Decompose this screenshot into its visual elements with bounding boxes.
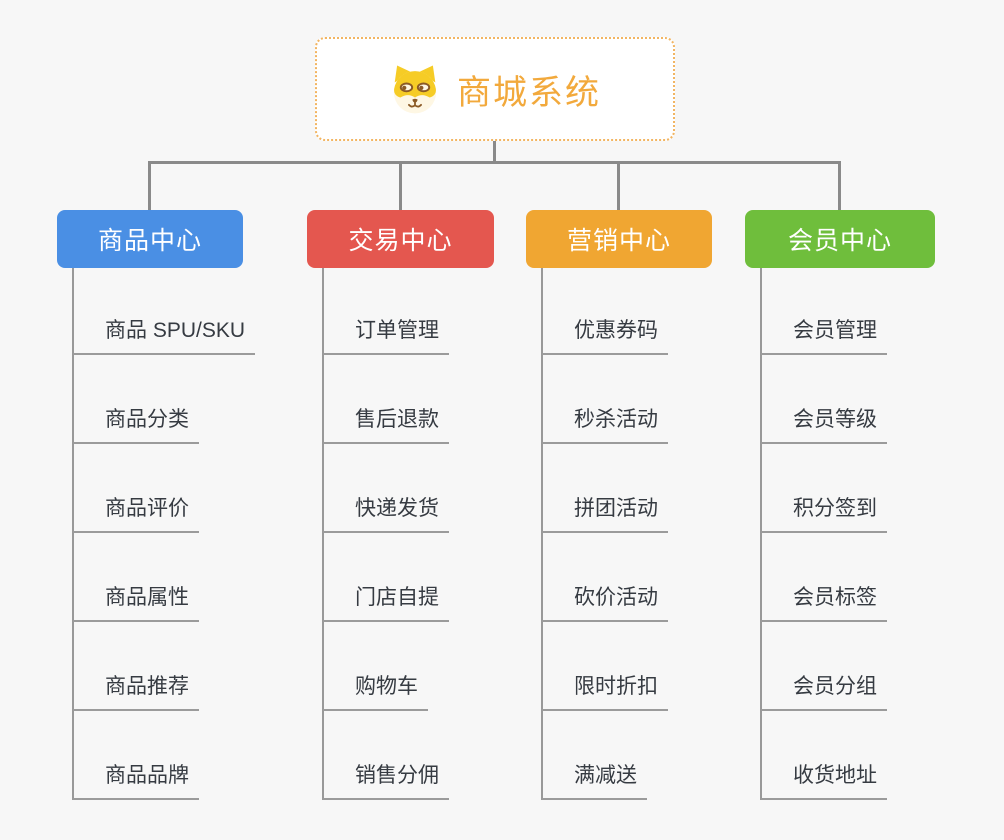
leaf-node: 积分签到	[761, 444, 1004, 533]
leaf-node: 收货地址	[761, 711, 1004, 800]
leaf-node: 购物车	[323, 622, 573, 711]
branch-node-marketing-center[interactable]: 营销中心	[526, 210, 712, 268]
branch-children-trade-center: 订单管理 售后退款 快递发货 门店自提 购物车 销售分佣	[323, 266, 573, 800]
branch-label: 交易中心	[348, 227, 453, 255]
connector-line	[149, 161, 840, 164]
leaf-node-label[interactable]: 拼团活动	[542, 492, 668, 533]
leaf-node: 商品推荐	[73, 622, 323, 711]
leaf-node-label[interactable]: 商品评价	[73, 492, 199, 533]
leaf-node: 门店自提	[323, 533, 573, 622]
connector-line	[493, 141, 496, 164]
leaf-node-label[interactable]: 门店自提	[323, 581, 449, 622]
connector-line	[760, 268, 762, 800]
branch-children-marketing-center: 优惠券码 秒杀活动 拼团活动 砍价活动 限时折扣 满减送	[542, 266, 792, 800]
connector-line	[399, 161, 402, 210]
leaf-node-label[interactable]: 商品 SPU/SKU	[73, 314, 256, 355]
branch-label: 商品中心	[97, 227, 202, 255]
leaf-node: 订单管理	[323, 266, 573, 355]
leaf-node-label[interactable]: 商品品牌	[73, 759, 199, 800]
leaf-node: 限时折扣	[542, 622, 792, 711]
leaf-node: 售后退款	[323, 355, 573, 444]
leaf-node: 满减送	[542, 711, 792, 800]
leaf-node: 商品分类	[73, 355, 323, 444]
branch-node-trade-center[interactable]: 交易中心	[307, 210, 494, 268]
leaf-node: 砍价活动	[542, 533, 792, 622]
branch-children-product-center: 商品 SPU/SKU 商品分类 商品评价 商品属性 商品推荐 商品品牌	[73, 266, 323, 800]
leaf-node: 优惠券码	[542, 266, 792, 355]
root-node-mall-system[interactable]: 商城系统	[315, 37, 675, 141]
leaf-node-label[interactable]: 会员等级	[761, 403, 887, 444]
leaf-node-label[interactable]: 售后退款	[323, 403, 449, 444]
leaf-node: 快递发货	[323, 444, 573, 533]
leaf-node-label[interactable]: 积分签到	[761, 492, 887, 533]
leaf-node: 会员管理	[761, 266, 1004, 355]
connector-line	[148, 161, 151, 210]
connector-line	[541, 268, 543, 800]
branch-node-member-center[interactable]: 会员中心	[745, 210, 935, 268]
root-node-title: 商城系统	[457, 73, 601, 112]
leaf-node-label[interactable]: 销售分佣	[323, 759, 449, 800]
leaf-node: 商品评价	[73, 444, 323, 533]
leaf-node: 拼团活动	[542, 444, 792, 533]
branch-node-product-center[interactable]: 商品中心	[57, 210, 243, 268]
leaf-node-label[interactable]: 收货地址	[761, 759, 887, 800]
leaf-node: 会员标签	[761, 533, 1004, 622]
leaf-node-label[interactable]: 会员分组	[761, 670, 887, 711]
leaf-node: 商品品牌	[73, 711, 323, 800]
leaf-node: 商品属性	[73, 533, 323, 622]
connector-line	[72, 268, 74, 800]
connector-line	[838, 161, 841, 210]
leaf-node-label[interactable]: 商品属性	[73, 581, 199, 622]
branch-children-member-center: 会员管理 会员等级 积分签到 会员标签 会员分组 收货地址	[761, 266, 1004, 800]
branch-label: 会员中心	[787, 227, 892, 255]
leaf-node-label[interactable]: 秒杀活动	[542, 403, 668, 444]
leaf-node: 会员等级	[761, 355, 1004, 444]
leaf-node-label[interactable]: 商品分类	[73, 403, 199, 444]
leaf-node-label[interactable]: 限时折扣	[542, 670, 668, 711]
leaf-node: 秒杀活动	[542, 355, 792, 444]
connector-line	[617, 161, 620, 210]
leaf-node: 会员分组	[761, 622, 1004, 711]
leaf-node: 销售分佣	[323, 711, 573, 800]
leaf-node-label[interactable]: 优惠券码	[542, 314, 668, 355]
leaf-node-label[interactable]: 商品推荐	[73, 670, 199, 711]
leaf-node-label[interactable]: 快递发货	[323, 492, 449, 533]
connector-line	[322, 268, 324, 800]
dog-face-icon	[389, 63, 441, 115]
leaf-node-label[interactable]: 满减送	[542, 759, 647, 800]
leaf-node-label[interactable]: 购物车	[323, 670, 428, 711]
leaf-node-label[interactable]: 会员标签	[761, 581, 887, 622]
branch-label: 营销中心	[566, 227, 671, 255]
leaf-node-label[interactable]: 订单管理	[323, 314, 449, 355]
leaf-node: 商品 SPU/SKU	[73, 266, 323, 355]
leaf-node-label[interactable]: 砍价活动	[542, 581, 668, 622]
leaf-node-label[interactable]: 会员管理	[761, 314, 887, 355]
